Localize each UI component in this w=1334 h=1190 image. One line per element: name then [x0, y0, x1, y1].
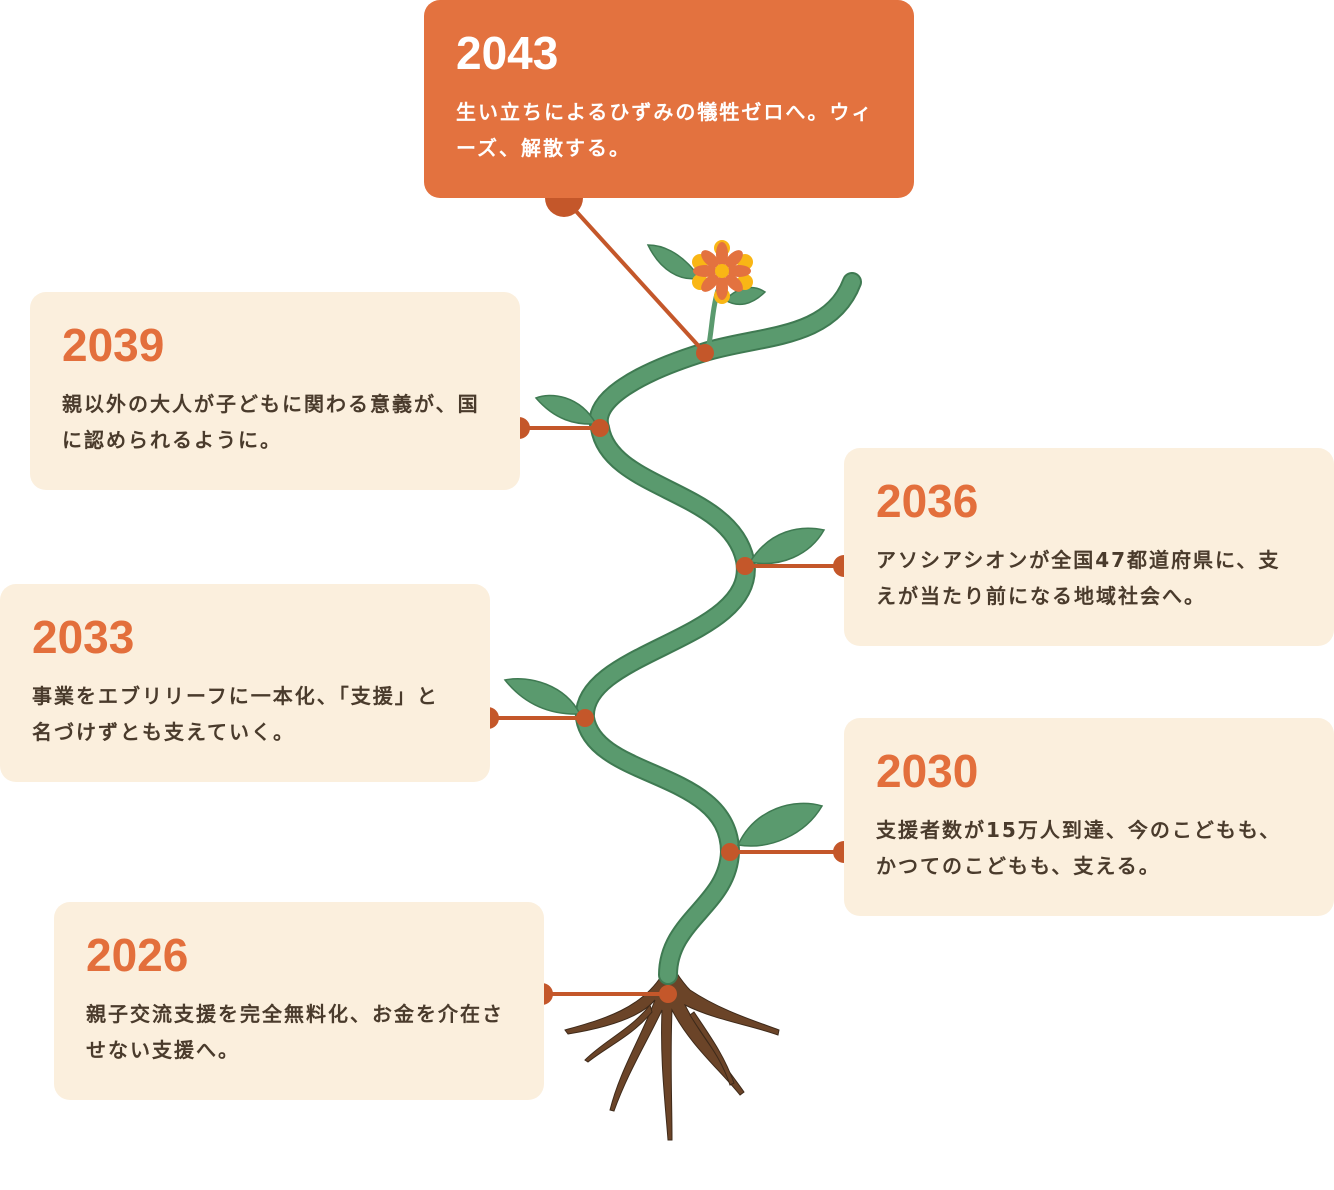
milestone-year: 2026	[86, 929, 189, 981]
milestone-year: 2043	[456, 27, 559, 79]
milestone-year: 2033	[32, 611, 135, 663]
milestone-text: 生い立ちによるひずみの犠牲ゼロへ。ウィーズ、解散する。	[456, 100, 874, 160]
milestone-card-2033: 2033 事業をエブリリーフに一本化、「支援」と名づけずとも支えていく。	[0, 584, 490, 782]
milestone-card-2030: 2030 支援者数が15万人到達、今のこどもも、かつてのこどもも、支える。	[844, 718, 1334, 916]
milestone-text: 事業をエブリリーフに一本化、「支援」と名づけずとも支えていく。	[32, 684, 439, 744]
milestone-card-2036: 2036 アソシアシオンが全国47都道府県に、支えが当たり前になる地域社会へ。	[844, 448, 1334, 646]
milestone-card-2026: 2026 親子交流支援を完全無料化、お金を介在させない支援へ。	[54, 902, 544, 1100]
milestone-text: 親以外の大人が子どもに関わる意義が、国に認められるように。	[62, 392, 480, 452]
milestone-text: 親子交流支援を完全無料化、お金を介在させない支援へ。	[86, 1002, 504, 1062]
milestone-year: 2030	[876, 745, 979, 797]
milestone-text: アソシアシオンが全国47都道府県に、支えが当たり前になる地域社会へ。	[876, 548, 1281, 608]
flower-icon	[692, 240, 753, 304]
milestone-year: 2039	[62, 319, 165, 371]
connectors	[477, 179, 855, 1005]
milestone-year: 2036	[876, 475, 979, 527]
milestone-card-2043: 2043 生い立ちによるひずみの犠牲ゼロへ。ウィーズ、解散する。	[424, 0, 914, 198]
roots	[564, 971, 780, 1141]
milestone-text: 支援者数が15万人到達、今のこどもも、かつてのこどもも、支える。	[876, 818, 1282, 878]
leaves	[503, 244, 826, 847]
milestone-card-2039: 2039 親以外の大人が子どもに関わる意義が、国に認められるように。	[30, 292, 520, 490]
